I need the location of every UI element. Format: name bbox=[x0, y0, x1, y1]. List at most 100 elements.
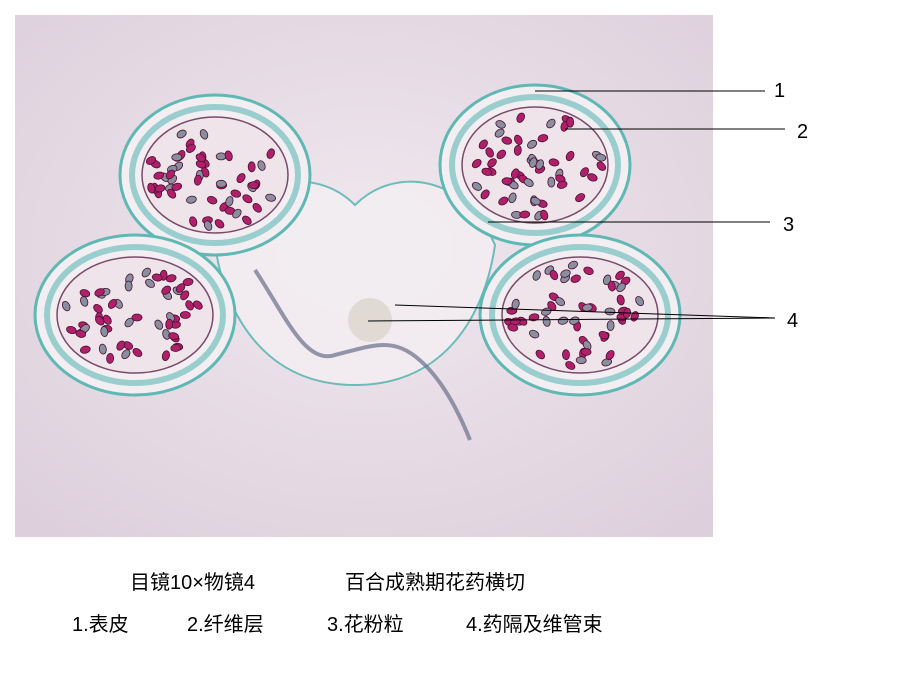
pollen-grain bbox=[513, 134, 523, 145]
pollen-grain bbox=[530, 196, 541, 206]
pollen-grain bbox=[596, 161, 607, 171]
pollen-grain bbox=[186, 143, 196, 153]
pollen-grain bbox=[519, 210, 531, 219]
pollen-grain bbox=[513, 144, 522, 156]
pollen-grain bbox=[145, 156, 157, 165]
pollen-grain bbox=[232, 208, 242, 219]
pollen-grain bbox=[230, 189, 242, 198]
pollen-grain bbox=[516, 112, 525, 123]
pollen-grain bbox=[79, 345, 91, 354]
pollen-grain bbox=[203, 220, 213, 231]
pollen-grain bbox=[193, 174, 202, 186]
pollen-grain bbox=[601, 358, 612, 367]
pollen-grain bbox=[535, 349, 545, 360]
pollen-grain bbox=[605, 350, 615, 361]
pollen-grain bbox=[175, 283, 186, 293]
pollen-grain bbox=[471, 158, 482, 169]
pollen-grain bbox=[179, 311, 191, 319]
pollen-grain bbox=[532, 270, 541, 281]
pollen-grain bbox=[528, 329, 540, 339]
pollen-grain bbox=[116, 340, 126, 351]
label-3: 3 bbox=[783, 214, 795, 236]
label-4: 4 bbox=[787, 310, 799, 332]
pollen-grain bbox=[199, 129, 209, 140]
legend-connective: 4.药隔及维管束 bbox=[466, 614, 603, 636]
pollen-grain bbox=[224, 150, 233, 162]
pollen-grain bbox=[247, 161, 256, 173]
pollen-grain bbox=[548, 158, 560, 167]
pollen-grain bbox=[583, 266, 594, 275]
fiber-layer bbox=[449, 94, 621, 236]
pollen-grain bbox=[248, 181, 259, 190]
pollen-grain bbox=[266, 148, 275, 159]
pollen-grains bbox=[61, 112, 645, 370]
pollen-grain bbox=[575, 356, 587, 365]
pollen-grain bbox=[487, 158, 497, 168]
pollen-grain bbox=[510, 168, 520, 179]
pollen-grain bbox=[527, 139, 538, 149]
pollen-grain bbox=[186, 195, 197, 204]
fiber-layer bbox=[44, 244, 226, 386]
fiber-strand bbox=[253, 268, 472, 441]
pollen-grain bbox=[549, 269, 559, 281]
pollen-grain bbox=[604, 307, 616, 316]
pollen-grain bbox=[141, 267, 151, 278]
pollen-grain bbox=[508, 192, 517, 204]
pollen-grain bbox=[165, 169, 175, 180]
pollen-grain bbox=[565, 361, 576, 370]
pollen-grain bbox=[93, 304, 103, 314]
pollen-grain bbox=[595, 153, 607, 162]
legend-fiber-layer: 2.纤维层 bbox=[187, 614, 264, 636]
pollen-grain bbox=[529, 157, 538, 168]
pollen-grain bbox=[100, 326, 109, 337]
pollen-grain bbox=[547, 176, 556, 188]
pollen-grain bbox=[257, 160, 266, 171]
pollen-sac bbox=[141, 116, 289, 234]
pollen-grain bbox=[170, 344, 182, 352]
pollen-grain bbox=[242, 215, 252, 225]
pollen-grain bbox=[537, 134, 549, 143]
pollen-grain bbox=[602, 274, 612, 286]
pollen-grain bbox=[540, 209, 549, 221]
pollen-grain bbox=[616, 282, 626, 293]
pollen-grain bbox=[206, 196, 218, 205]
pollen-grain bbox=[171, 153, 183, 162]
pollen-grain bbox=[236, 173, 246, 184]
pollen-grain bbox=[167, 188, 177, 199]
legend-epidermis: 1.表皮 bbox=[72, 614, 129, 636]
pollen-grain bbox=[94, 288, 105, 297]
pollen-grain bbox=[562, 349, 570, 361]
pollen-grain bbox=[580, 167, 589, 178]
pollen-grain bbox=[565, 150, 575, 162]
pollen-grain bbox=[176, 129, 187, 139]
pollen-grain bbox=[215, 152, 227, 161]
pollen-grain bbox=[556, 180, 568, 189]
pollen-grain bbox=[98, 343, 107, 355]
pollen-grain bbox=[495, 120, 506, 129]
pollen-grain bbox=[494, 128, 505, 138]
pollen-grain bbox=[242, 194, 253, 204]
pollen-grain bbox=[615, 270, 625, 281]
pollen-grain bbox=[189, 216, 198, 227]
pollen-grain bbox=[560, 269, 571, 278]
label-1: 1 bbox=[774, 80, 786, 102]
pollen-grain bbox=[252, 203, 262, 213]
pollen-grain bbox=[180, 290, 190, 301]
pollen-grain bbox=[132, 347, 143, 358]
pollen-grain bbox=[480, 189, 490, 200]
pollen-grain bbox=[79, 289, 91, 298]
pollen-grain bbox=[95, 315, 105, 326]
pollen-grain bbox=[154, 319, 164, 330]
pollen-grain bbox=[507, 323, 519, 332]
fiber-layer bbox=[129, 104, 301, 246]
magnification-caption: 目镜10×物镜4 bbox=[130, 572, 256, 594]
pollen-grain bbox=[496, 149, 507, 160]
pollen-grain bbox=[501, 136, 513, 145]
pollen-grain bbox=[575, 193, 586, 203]
pollen-grain bbox=[225, 196, 234, 207]
pollen-grain bbox=[214, 219, 225, 229]
pollen-grain bbox=[107, 298, 118, 309]
connective-tissue bbox=[213, 180, 497, 387]
pollen-grain bbox=[215, 179, 227, 188]
pollen-grain bbox=[523, 178, 534, 187]
